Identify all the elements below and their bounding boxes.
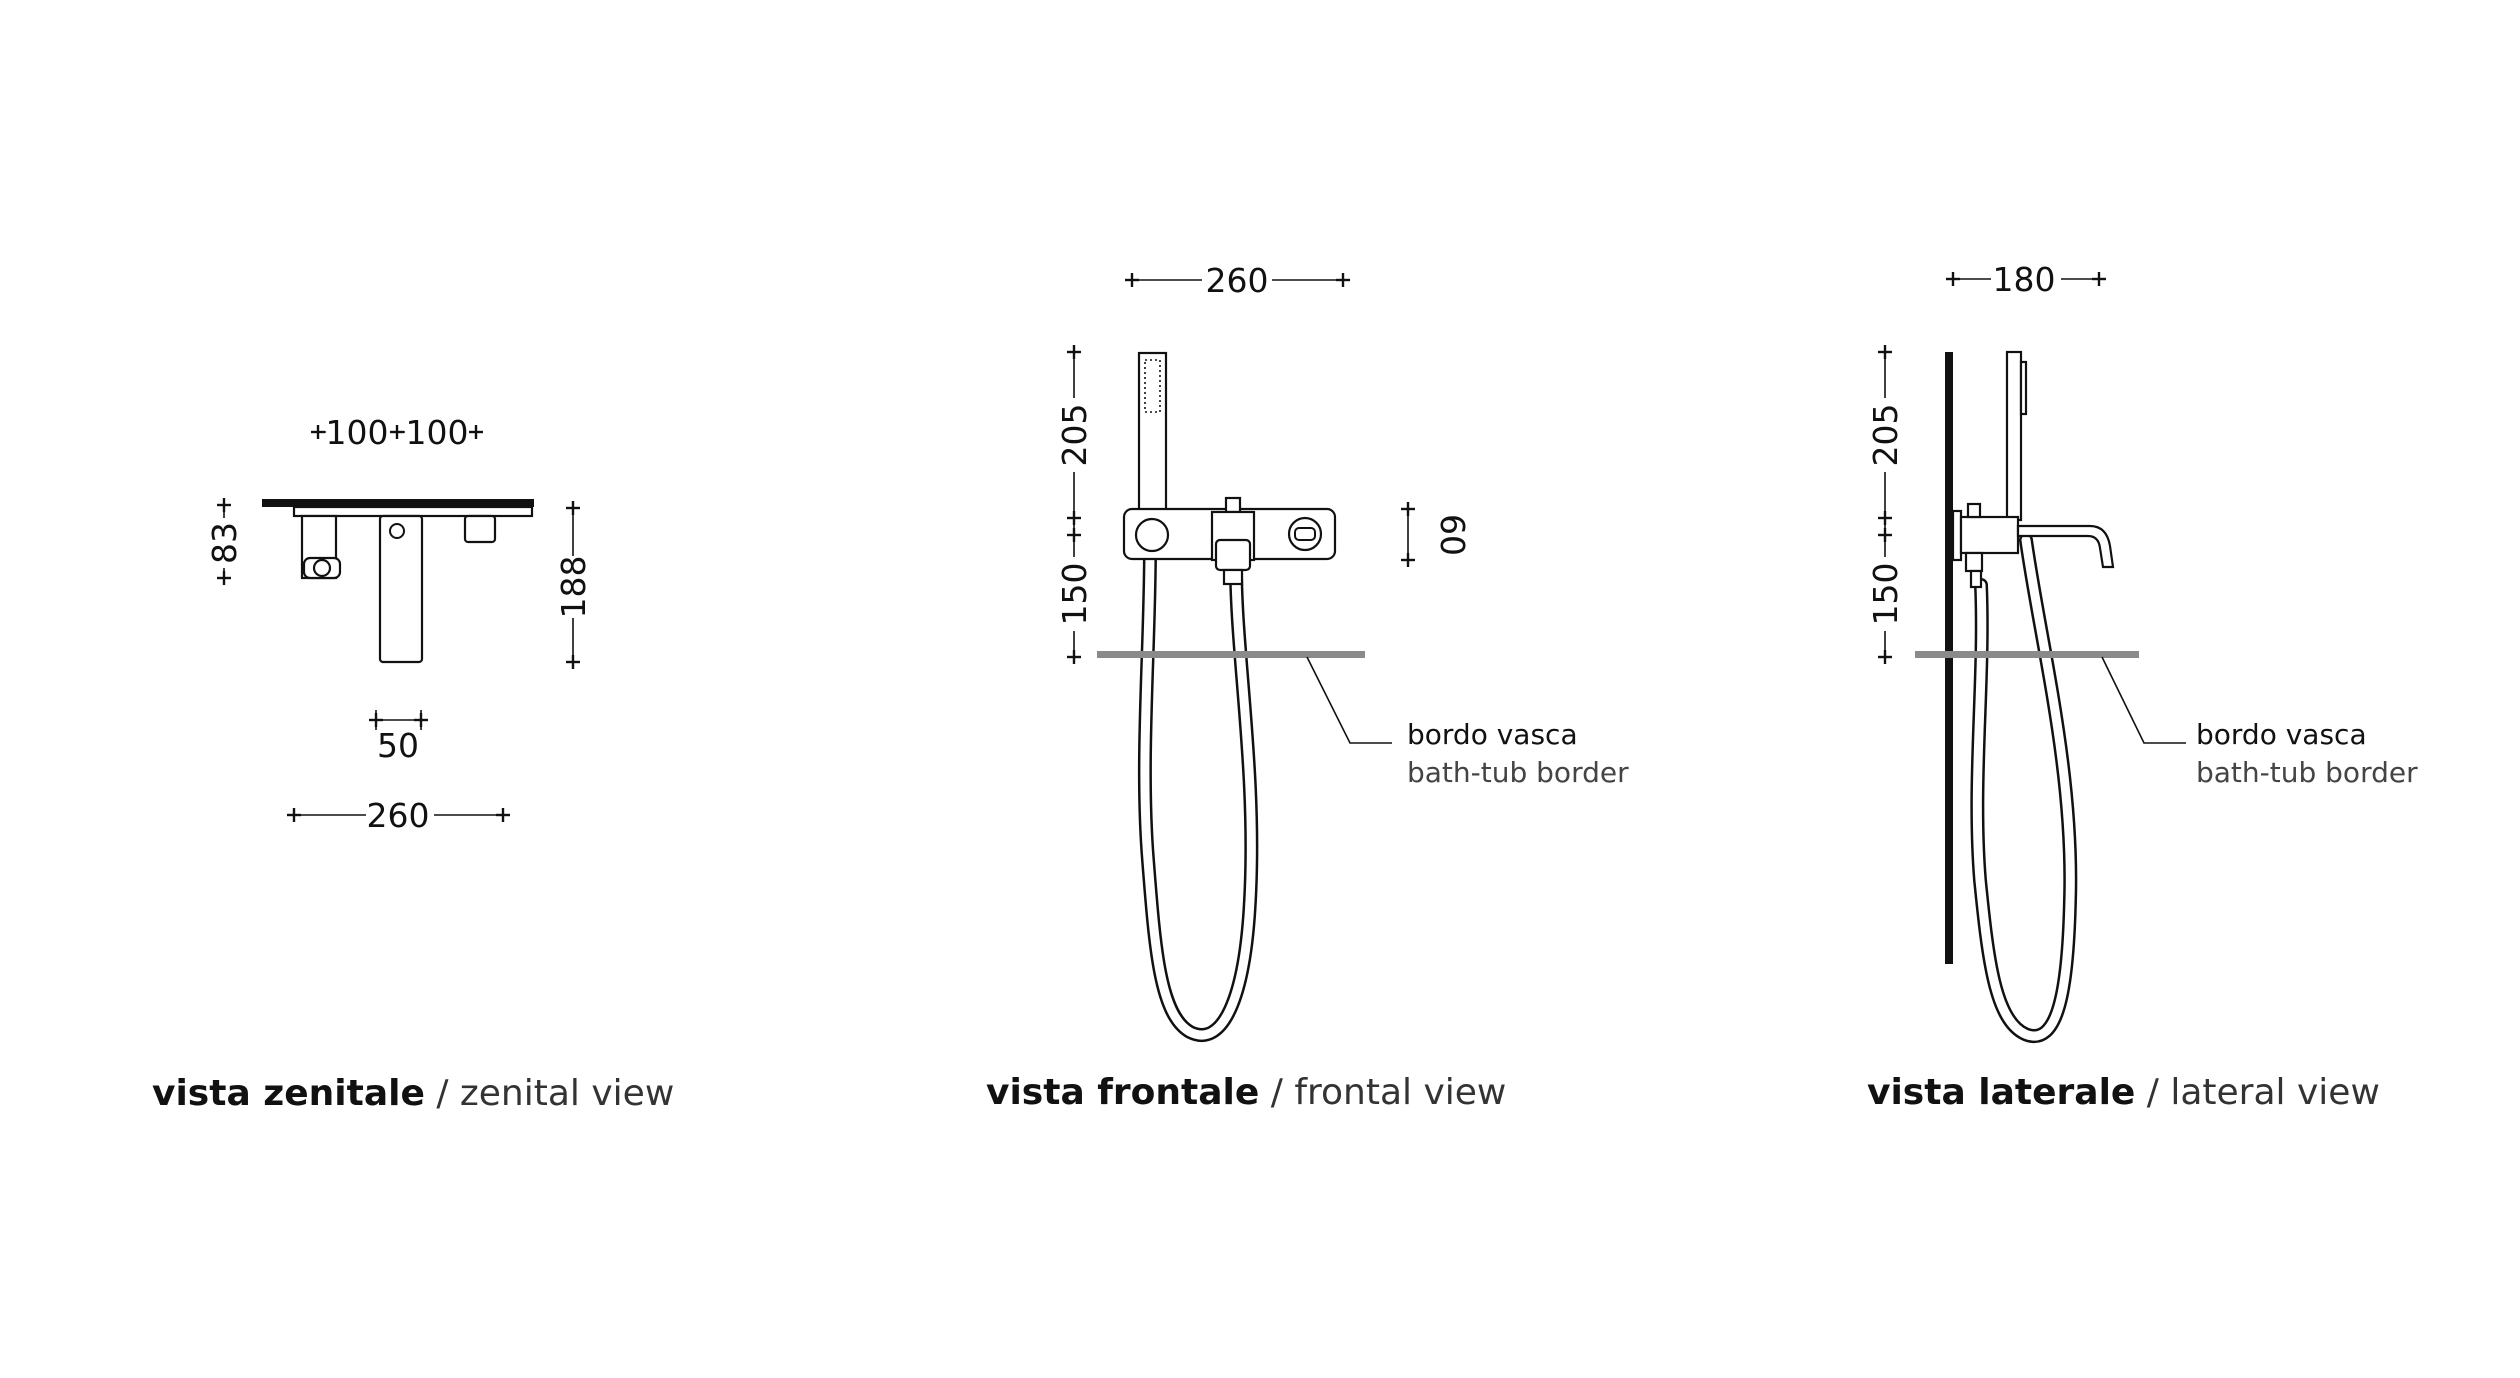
lateral-caption-bold: vista laterale <box>1867 1072 2135 1113</box>
zenital-caption-bold: vista zenitale <box>152 1073 425 1114</box>
lateral-dim-lower-height: 150 <box>1866 563 1905 626</box>
frontal-dim-plate-height: 60 <box>1433 514 1472 556</box>
lateral-dim-vertical: 205 150 <box>1866 343 1905 666</box>
zenital-caption: vista zenitale / zenital view <box>152 1073 674 1114</box>
zenital-dim-50: 50 <box>367 710 430 765</box>
lateral-spout <box>2016 524 2115 569</box>
zenital-dim-260: 260 <box>285 796 512 835</box>
frontal-caption-sep: / <box>1259 1072 1294 1113</box>
lateral-note-bold: bordo vasca <box>2196 718 2367 751</box>
frontal-dim-260: 260 <box>1123 260 1352 300</box>
lateral-dim-180: 180 <box>1944 259 2108 299</box>
frontal-dim-upper-height: 205 <box>1055 404 1094 467</box>
frontal-caption-bold: vista frontale <box>986 1072 1259 1113</box>
frontal-note-bold: bordo vasca <box>1407 718 1578 751</box>
zenital-dim-depth-total: 188 <box>554 556 593 619</box>
zenital-caption-sep: / <box>425 1073 460 1114</box>
frontal-dim-vertical: 205 150 <box>1055 343 1094 666</box>
lateral-view: 180 205 150 <box>1866 259 2418 1113</box>
frontal-dim-total-width: 260 <box>1206 261 1269 300</box>
frontal-bath-border <box>1097 651 1365 658</box>
frontal-holder-knob <box>1134 517 1170 553</box>
zenital-dim-188: 188 <box>554 499 593 671</box>
frontal-caption: vista frontale / frontal view <box>986 1072 1506 1113</box>
zenital-dim-top: 100 100 <box>309 413 485 452</box>
lateral-body <box>1951 502 2020 589</box>
frontal-note-light: bath-tub border <box>1407 756 1629 789</box>
zenital-wall <box>262 499 534 507</box>
zenital-dim-depth-small: 83 <box>205 522 244 564</box>
zenital-dim-spout-width: 50 <box>377 726 419 765</box>
lateral-caption-sep: / <box>2135 1072 2170 1113</box>
lateral-leader-line <box>2101 656 2186 744</box>
frontal-mixer-knob <box>1287 516 1323 552</box>
zenital-spout <box>378 514 424 664</box>
frontal-caption-light: frontal view <box>1294 1072 1506 1113</box>
lateral-caption-light: lateral view <box>2170 1072 2380 1113</box>
lateral-caption: vista laterale / lateral view <box>1867 1072 2380 1113</box>
lateral-dim-projection: 180 <box>1993 260 2056 299</box>
frontal-view: 260 205 150 60 <box>986 260 1629 1113</box>
zenital-dim-83: 83 <box>205 496 244 587</box>
lateral-handshower <box>2005 350 2028 522</box>
zenital-plate <box>292 505 534 518</box>
frontal-dim-60: 60 <box>1399 500 1472 569</box>
lateral-bath-border <box>1915 651 2139 658</box>
zenital-caption-light: zenital view <box>460 1073 674 1114</box>
frontal-handshower <box>1137 351 1168 521</box>
frontal-leader-line <box>1306 656 1392 744</box>
zenital-dim-top-left: 100 <box>326 413 389 452</box>
zenital-handshower-holder <box>300 514 342 580</box>
frontal-dim-lower-height: 150 <box>1055 563 1094 626</box>
zenital-view: 100 100 83 <box>152 413 674 1114</box>
zenital-dim-top-right: 100 <box>406 413 469 452</box>
zenital-mixer-knob <box>463 514 497 544</box>
frontal-diverter <box>1210 496 1256 586</box>
lateral-dim-upper-height: 205 <box>1866 404 1905 467</box>
lateral-note-light: bath-tub border <box>2196 756 2418 789</box>
zenital-dim-total-width: 260 <box>367 796 430 835</box>
